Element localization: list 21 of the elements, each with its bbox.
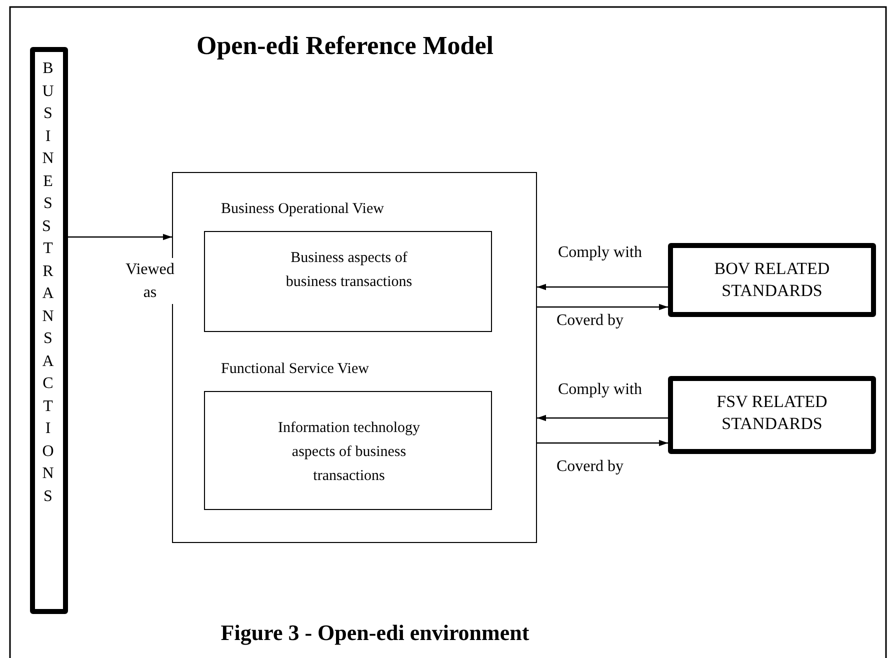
box-text: Information technology aspects of business transactions: [276, 419, 422, 486]
standards-box: [668, 376, 876, 454]
arrow: [537, 304, 668, 310]
edge-label: Coverd by: [556, 311, 624, 330]
arrow: [68, 234, 172, 240]
box-text: Business aspects of business transactions: [284, 249, 414, 292]
box-text: FSV RELATED STANDARDS: [716, 391, 828, 435]
diagram-title: Open-edi Reference Model: [196, 30, 494, 62]
view-heading: Business Operational View: [221, 200, 384, 218]
vertical-label-box: [30, 47, 68, 614]
arrow: [537, 440, 668, 446]
edge-label: Comply with: [558, 380, 642, 400]
arrow: [537, 414, 668, 422]
arrow: [537, 284, 668, 290]
standards-box: [668, 243, 876, 317]
figure-caption: Figure 3 - Open-edi environment: [220, 620, 530, 646]
view-heading: Functional Service View: [221, 360, 369, 378]
box-text: BOV RELATED STANDARDS: [713, 258, 831, 302]
edge-label: Coverd by: [556, 457, 624, 476]
vertical-label: BUSINESS TRANSACTIONS: [42, 59, 54, 506]
edge-label: Comply with: [558, 243, 642, 262]
